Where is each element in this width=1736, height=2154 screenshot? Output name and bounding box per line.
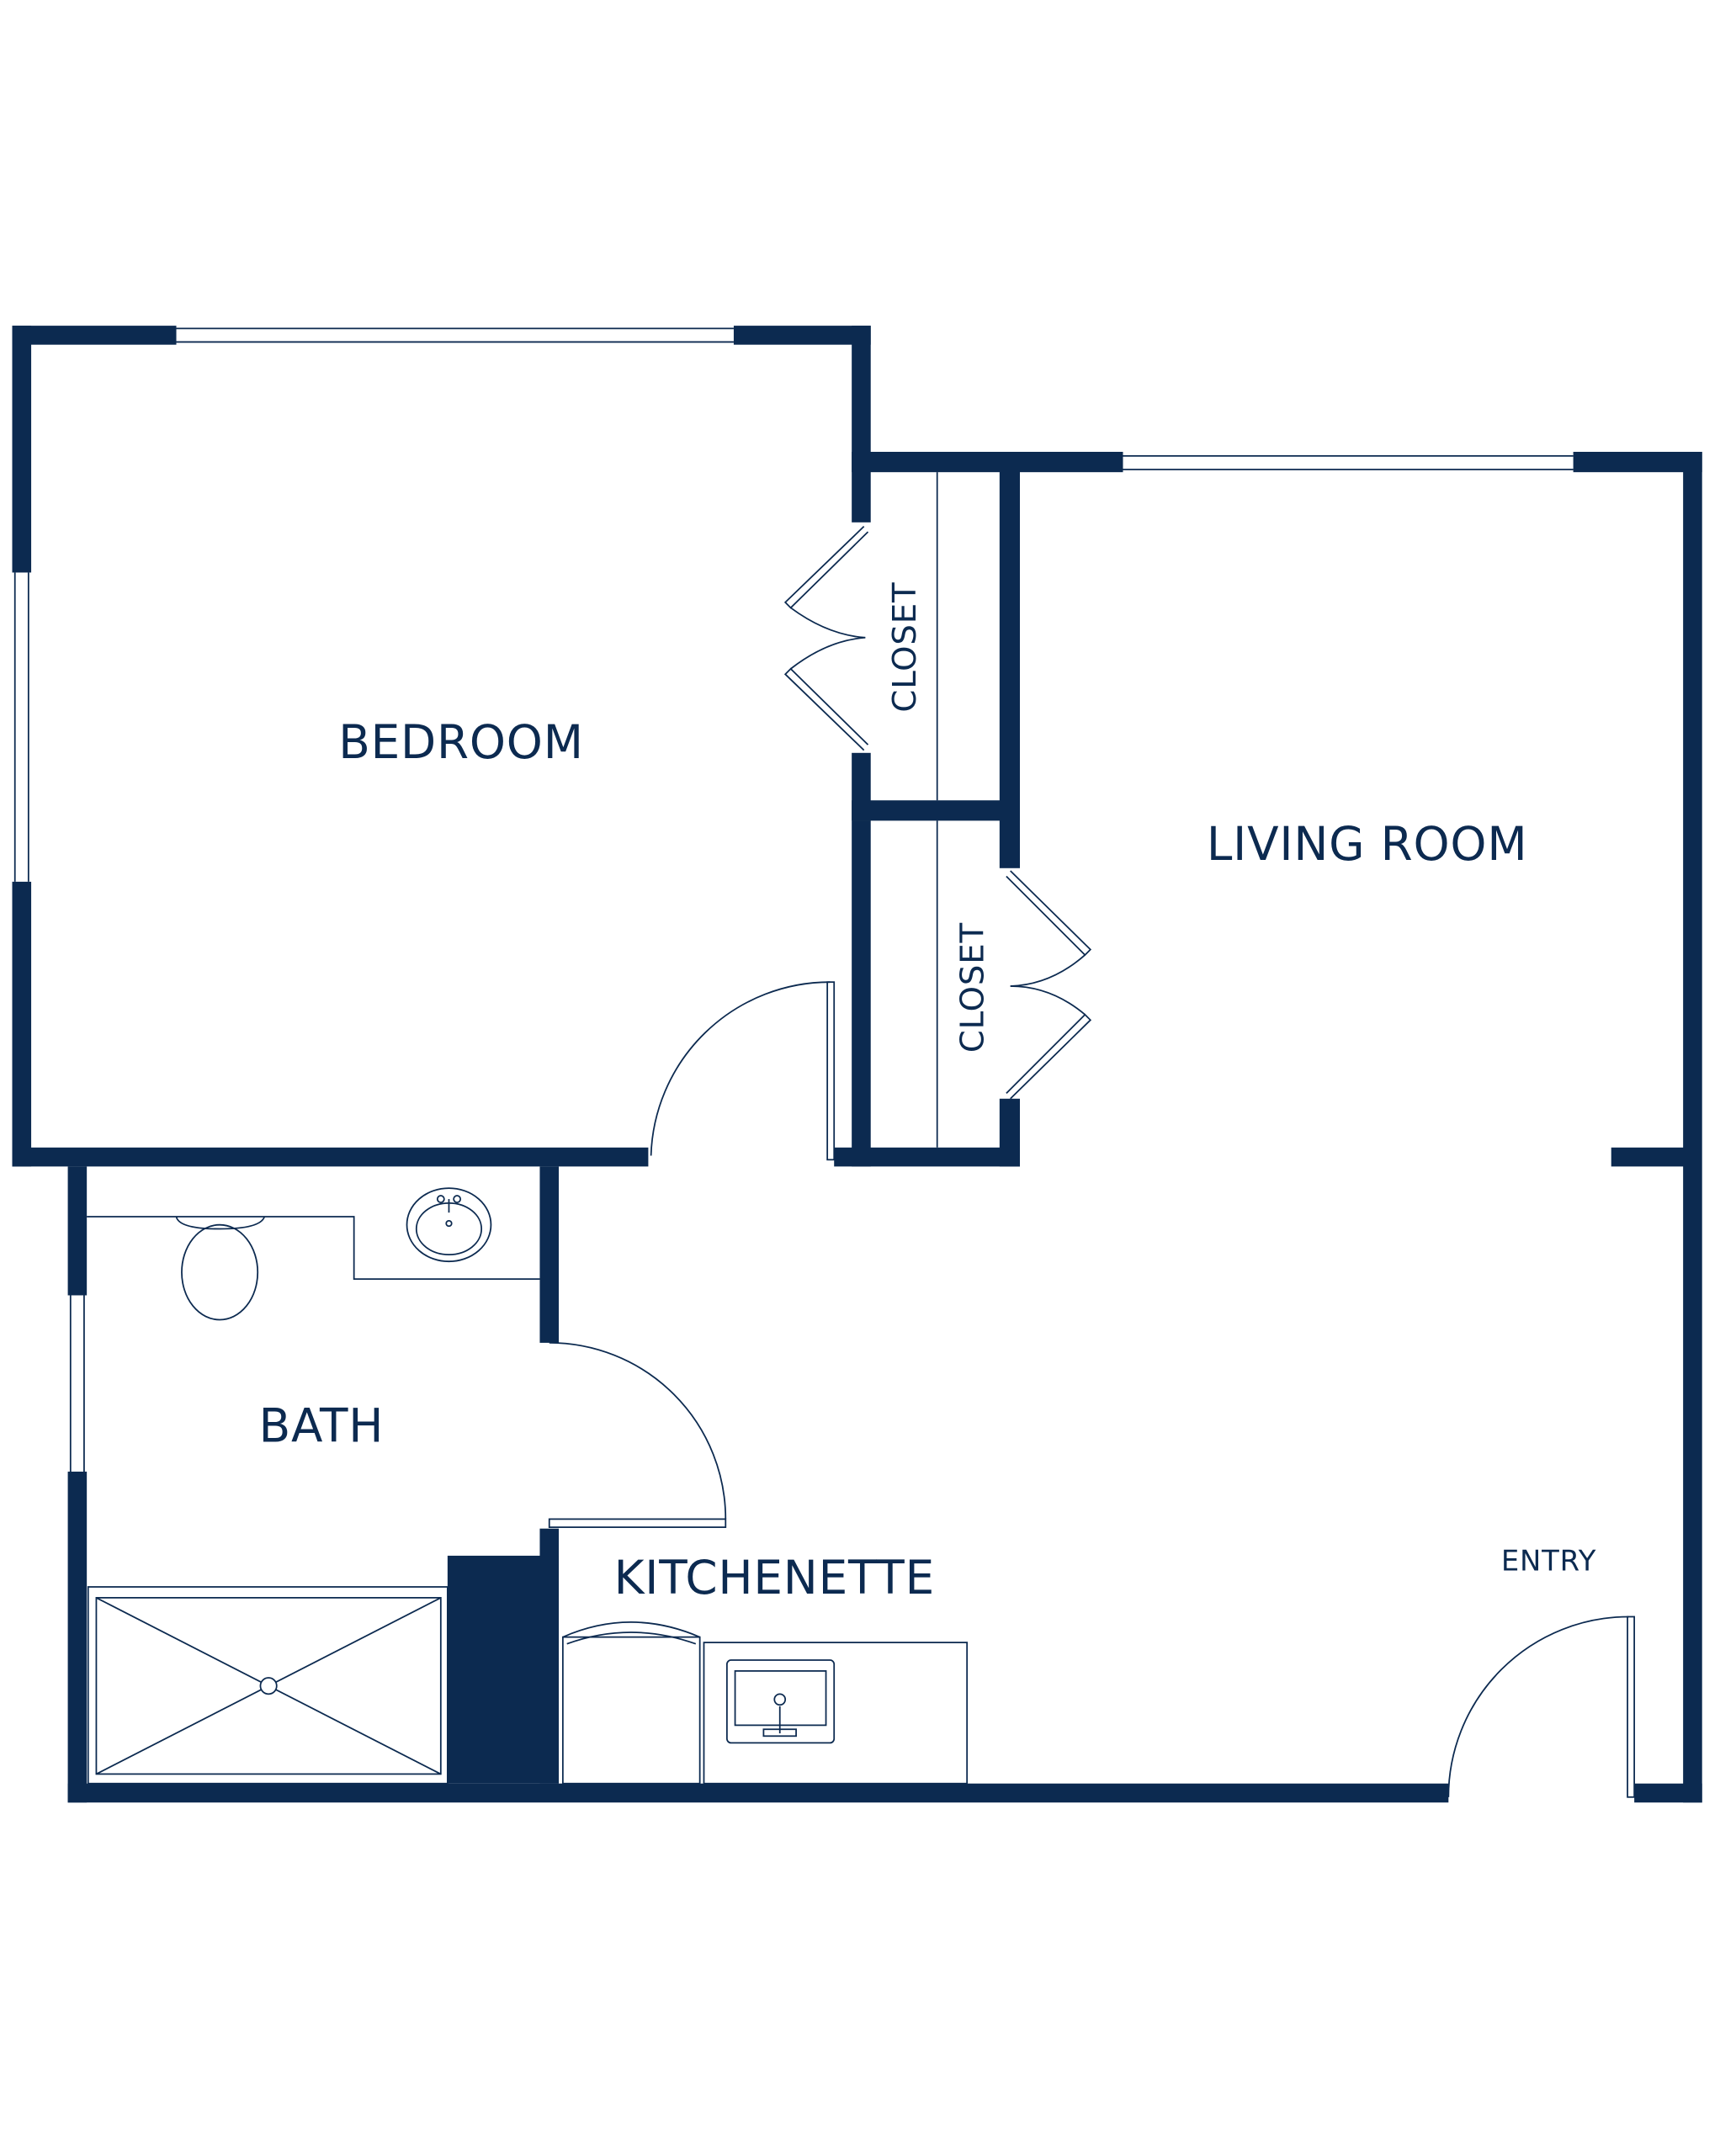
label-bedroom: BEDROOM (338, 715, 584, 769)
room-labels: BEDROOM LIVING ROOM CLOSET CLOSET BATH K… (259, 582, 1596, 1605)
bath-fixtures (87, 1187, 540, 1785)
kitchen-fixtures (561, 1621, 969, 1785)
fridge-icon (561, 1621, 701, 1785)
walls (12, 326, 1702, 1803)
counter (703, 1642, 969, 1785)
doors (548, 472, 1636, 1798)
kitchen-sink-icon (725, 1659, 836, 1744)
label-kitchenette: KITCHENETTE (614, 1551, 935, 1605)
label-living-room: LIVING ROOM (1207, 817, 1528, 871)
label-bath: BATH (259, 1399, 385, 1453)
label-entry: ENTRY (1501, 1545, 1596, 1578)
windows (13, 327, 1574, 1472)
label-closet-upper: CLOSET (886, 582, 924, 713)
label-closet-lower: CLOSET (953, 922, 991, 1053)
shower-icon (87, 1586, 449, 1785)
bath-sink-icon (406, 1187, 492, 1263)
toilet-icon (175, 1216, 266, 1321)
